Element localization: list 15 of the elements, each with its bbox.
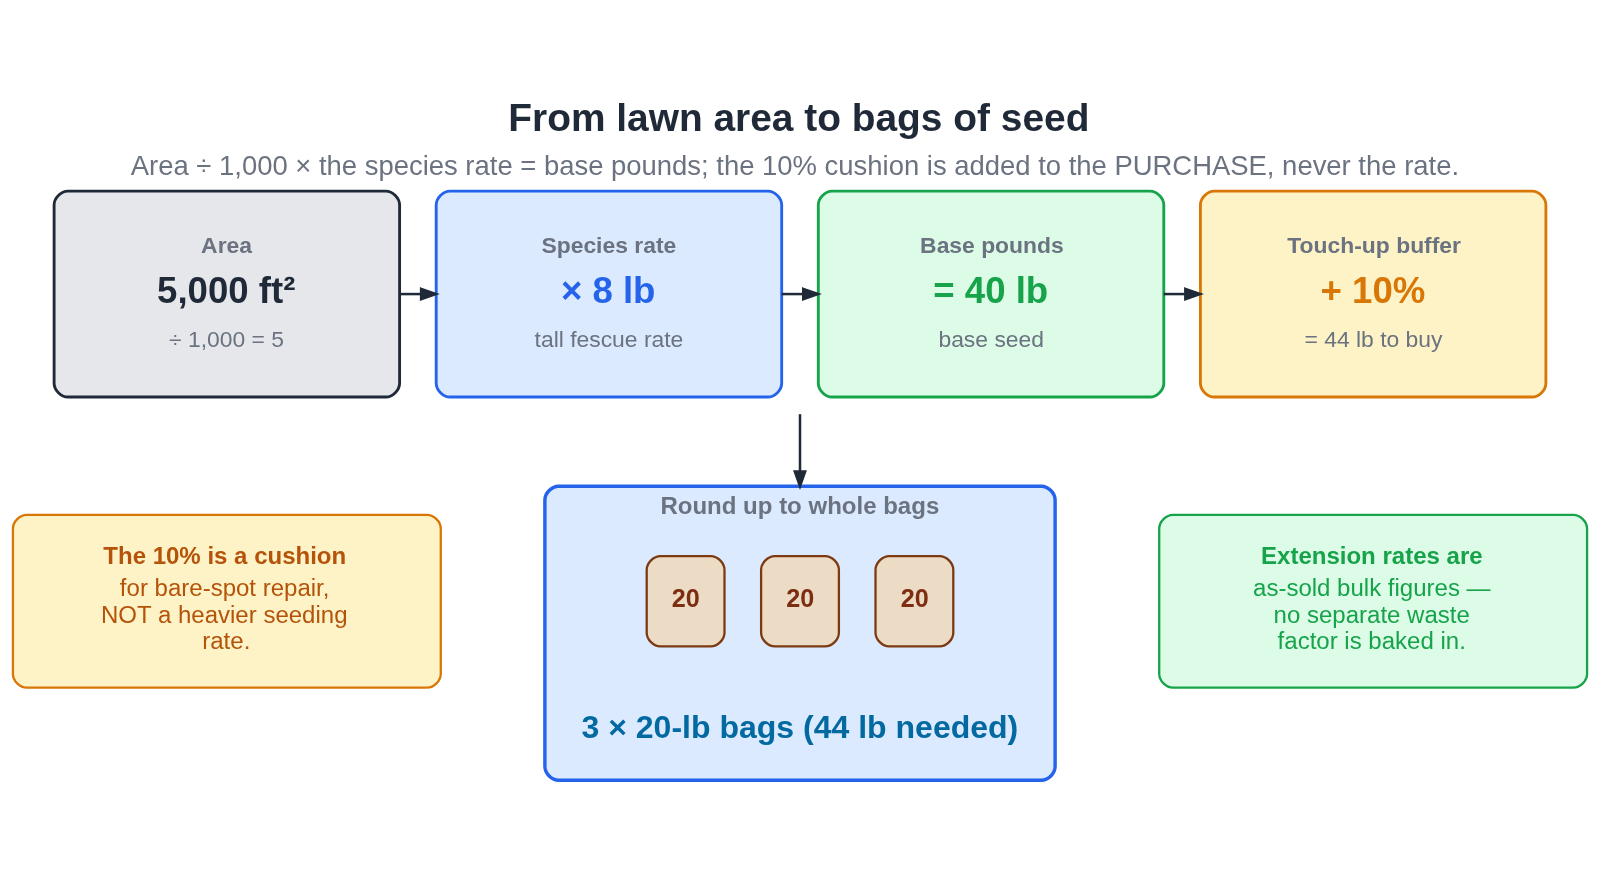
diagram-title: From lawn area to bags of seed bbox=[508, 95, 1090, 139]
node-box: Species rate × 8 lb tall fescue rate bbox=[434, 189, 784, 398]
node-box: 20 bbox=[874, 554, 955, 648]
node-box: Base pounds = 40 lb base seed bbox=[816, 189, 1166, 398]
caption: Area ÷ 1,000 × the species rate = base pounds; the 10% cushion is added to the PURCHASE, never the rate. bbox=[130, 149, 1460, 181]
arrow bbox=[793, 413, 807, 490]
arrow bbox=[399, 286, 440, 301]
node-box: Touch-up buffer + 10% = 44 lb to buy bbox=[1198, 189, 1548, 398]
arrow bbox=[781, 286, 822, 301]
node-box: Area 5,000 ft² ÷ 1,000 = 5 bbox=[52, 189, 402, 398]
node-box: Extension rates are as-sold bulk figures — no separate waste factor is baked in. bbox=[1158, 513, 1589, 689]
arrow bbox=[1163, 286, 1205, 301]
node-box: The 10% is a cushion for bare-spot repair, NOT a heavier seeding rate. bbox=[11, 513, 442, 689]
node-box: 20 bbox=[645, 554, 726, 648]
node-box: 20 bbox=[759, 554, 841, 648]
